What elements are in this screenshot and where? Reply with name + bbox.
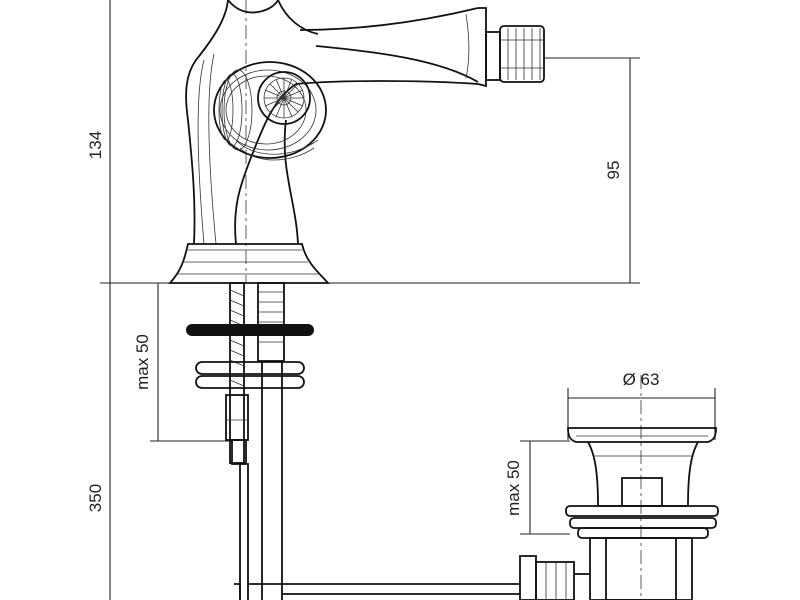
popup-linkage	[234, 583, 520, 600]
mixer-body	[185, 0, 487, 283]
rosette-petals	[264, 78, 304, 118]
gasket-and-washers	[186, 324, 314, 389]
dim-95-label: 95	[604, 161, 623, 180]
rubber-gasket	[186, 324, 314, 336]
dim-max50-counter-label: max 50	[133, 334, 152, 390]
mounting-rods	[225, 282, 285, 600]
dim-134-label: 134	[86, 131, 105, 159]
dim-max50-basin-label: max 50	[504, 460, 523, 516]
waste-valve	[519, 427, 719, 600]
mixer-base-collar	[167, 243, 331, 284]
dim-diameter-63-label: Ø 63	[623, 370, 660, 389]
outlet-nozzle	[485, 25, 545, 83]
dim-350-label: 350	[86, 484, 105, 512]
diverter-knob-rosette	[213, 61, 327, 161]
dimension-labels: 134 95 max 50 350 Ø 63 max 50	[86, 131, 659, 516]
dimension-lines	[100, 0, 716, 600]
